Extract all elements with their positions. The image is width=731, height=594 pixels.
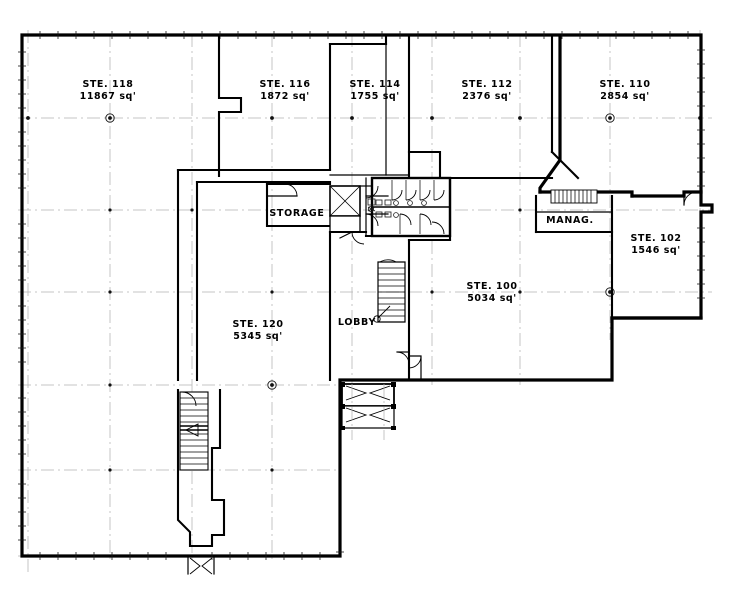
suite-label-ste-102: STE. 102 1546 sq' [631,233,682,256]
manager-room-walls [534,194,614,320]
suite-label-ste-110: STE. 110 2854 sq' [600,79,651,102]
suite-100-walls [408,355,422,381]
exterior-window-ticks-top [39,31,689,39]
exterior-window-ticks-right [697,49,705,299]
lobby-walls [396,238,452,382]
suite-116-walls [328,34,388,172]
suite-name: STE. 112 [461,79,513,90]
suite-label-ste-118: STE. 118 11867 sq' [80,79,137,102]
stairwell-exit-door [187,555,215,575]
suite-label-ste-112: STE. 112 2376 sq' [462,79,513,102]
core-corridor-walls [328,176,452,382]
lobby-stair [373,259,406,323]
elevator-shaft [329,185,361,233]
exterior-window-ticks-left [18,51,26,541]
suite-name: STE. 114 [349,79,401,90]
suite-area: 11867 sq' [79,90,137,102]
suite-label-ste-114: STE. 114 1755 sq' [350,79,401,102]
suite-name: STE. 118 [82,79,134,90]
storage-room [265,182,332,228]
suite-area: 1872 sq' [260,90,310,102]
stair-manager-treads [550,189,598,204]
suite-area: 1546 sq' [631,244,681,256]
restroom-core [370,176,452,238]
suite-112-walls [407,34,580,180]
suite-area: 5034 sq' [467,292,517,304]
suite-area: 2854 sq' [600,90,650,102]
suite-114-walls [329,34,411,180]
entry-vestibule [340,382,396,440]
exterior-window-ticks-bottom [39,552,321,560]
suite-area: 5345 sq' [233,330,283,342]
suite-area: 2376 sq' [462,90,512,102]
room-label-storage: STORAGE [269,208,325,219]
core-vestibule [359,177,389,237]
room-label-manager: MANAG. [546,215,594,226]
room-label-lobby: LOBBY [337,317,377,328]
suite-110-walls [538,34,703,198]
suite-area: 1755 sq' [350,90,400,102]
suite-label-ste-100: STE. 100 5034 sq' [467,281,518,304]
suite-102-entry [683,191,698,206]
suite-name: STE. 102 [630,233,682,244]
suite-label-ste-116: STE. 116 1872 sq' [260,79,311,102]
suite-120-stairwell [176,388,226,548]
suite-name: STE. 116 [259,79,311,90]
suite-name: STE. 120 [232,319,284,330]
column-grid [18,30,712,575]
suite-label-ste-120: STE. 120 5345 sq' [233,319,284,342]
suite-118-walls [176,34,332,382]
suite-name: STE. 100 [466,281,518,292]
suite-name: STE. 110 [599,79,651,90]
